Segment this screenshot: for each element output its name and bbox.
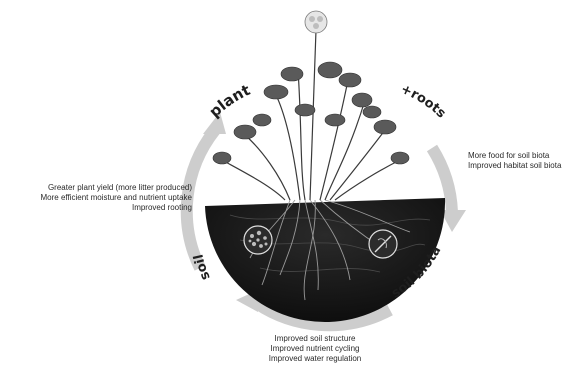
note-line: More efficient moisture and nutrient upt… (4, 193, 192, 203)
note-line: Greater plant yield (more litter produce… (4, 183, 192, 193)
note-line: More food for soil biota (468, 151, 561, 161)
aggregate-circle-icon (244, 226, 272, 254)
clover-flower (305, 11, 327, 33)
plant-illustration (213, 11, 409, 200)
note-roots-benefits: More food for soil biota Improved habita… (468, 151, 561, 171)
label-plant: plant (206, 81, 253, 121)
soil-disc (205, 198, 445, 322)
note-line: Improved soil structure (240, 334, 390, 344)
note-line: Improved habitat soil biota (468, 161, 561, 171)
note-line: Improved water regulation (240, 354, 390, 364)
note-soil-benefits: Improved soil structure Improved nutrien… (240, 334, 390, 364)
note-plant-benefits: Greater plant yield (more litter produce… (4, 183, 192, 213)
note-line: Improved nutrient cycling (240, 344, 390, 354)
label-soil: soil (191, 253, 213, 282)
label-roots: +roots (398, 82, 448, 122)
organism-circle-icon (369, 230, 397, 258)
note-line: Improved rooting (4, 203, 192, 213)
